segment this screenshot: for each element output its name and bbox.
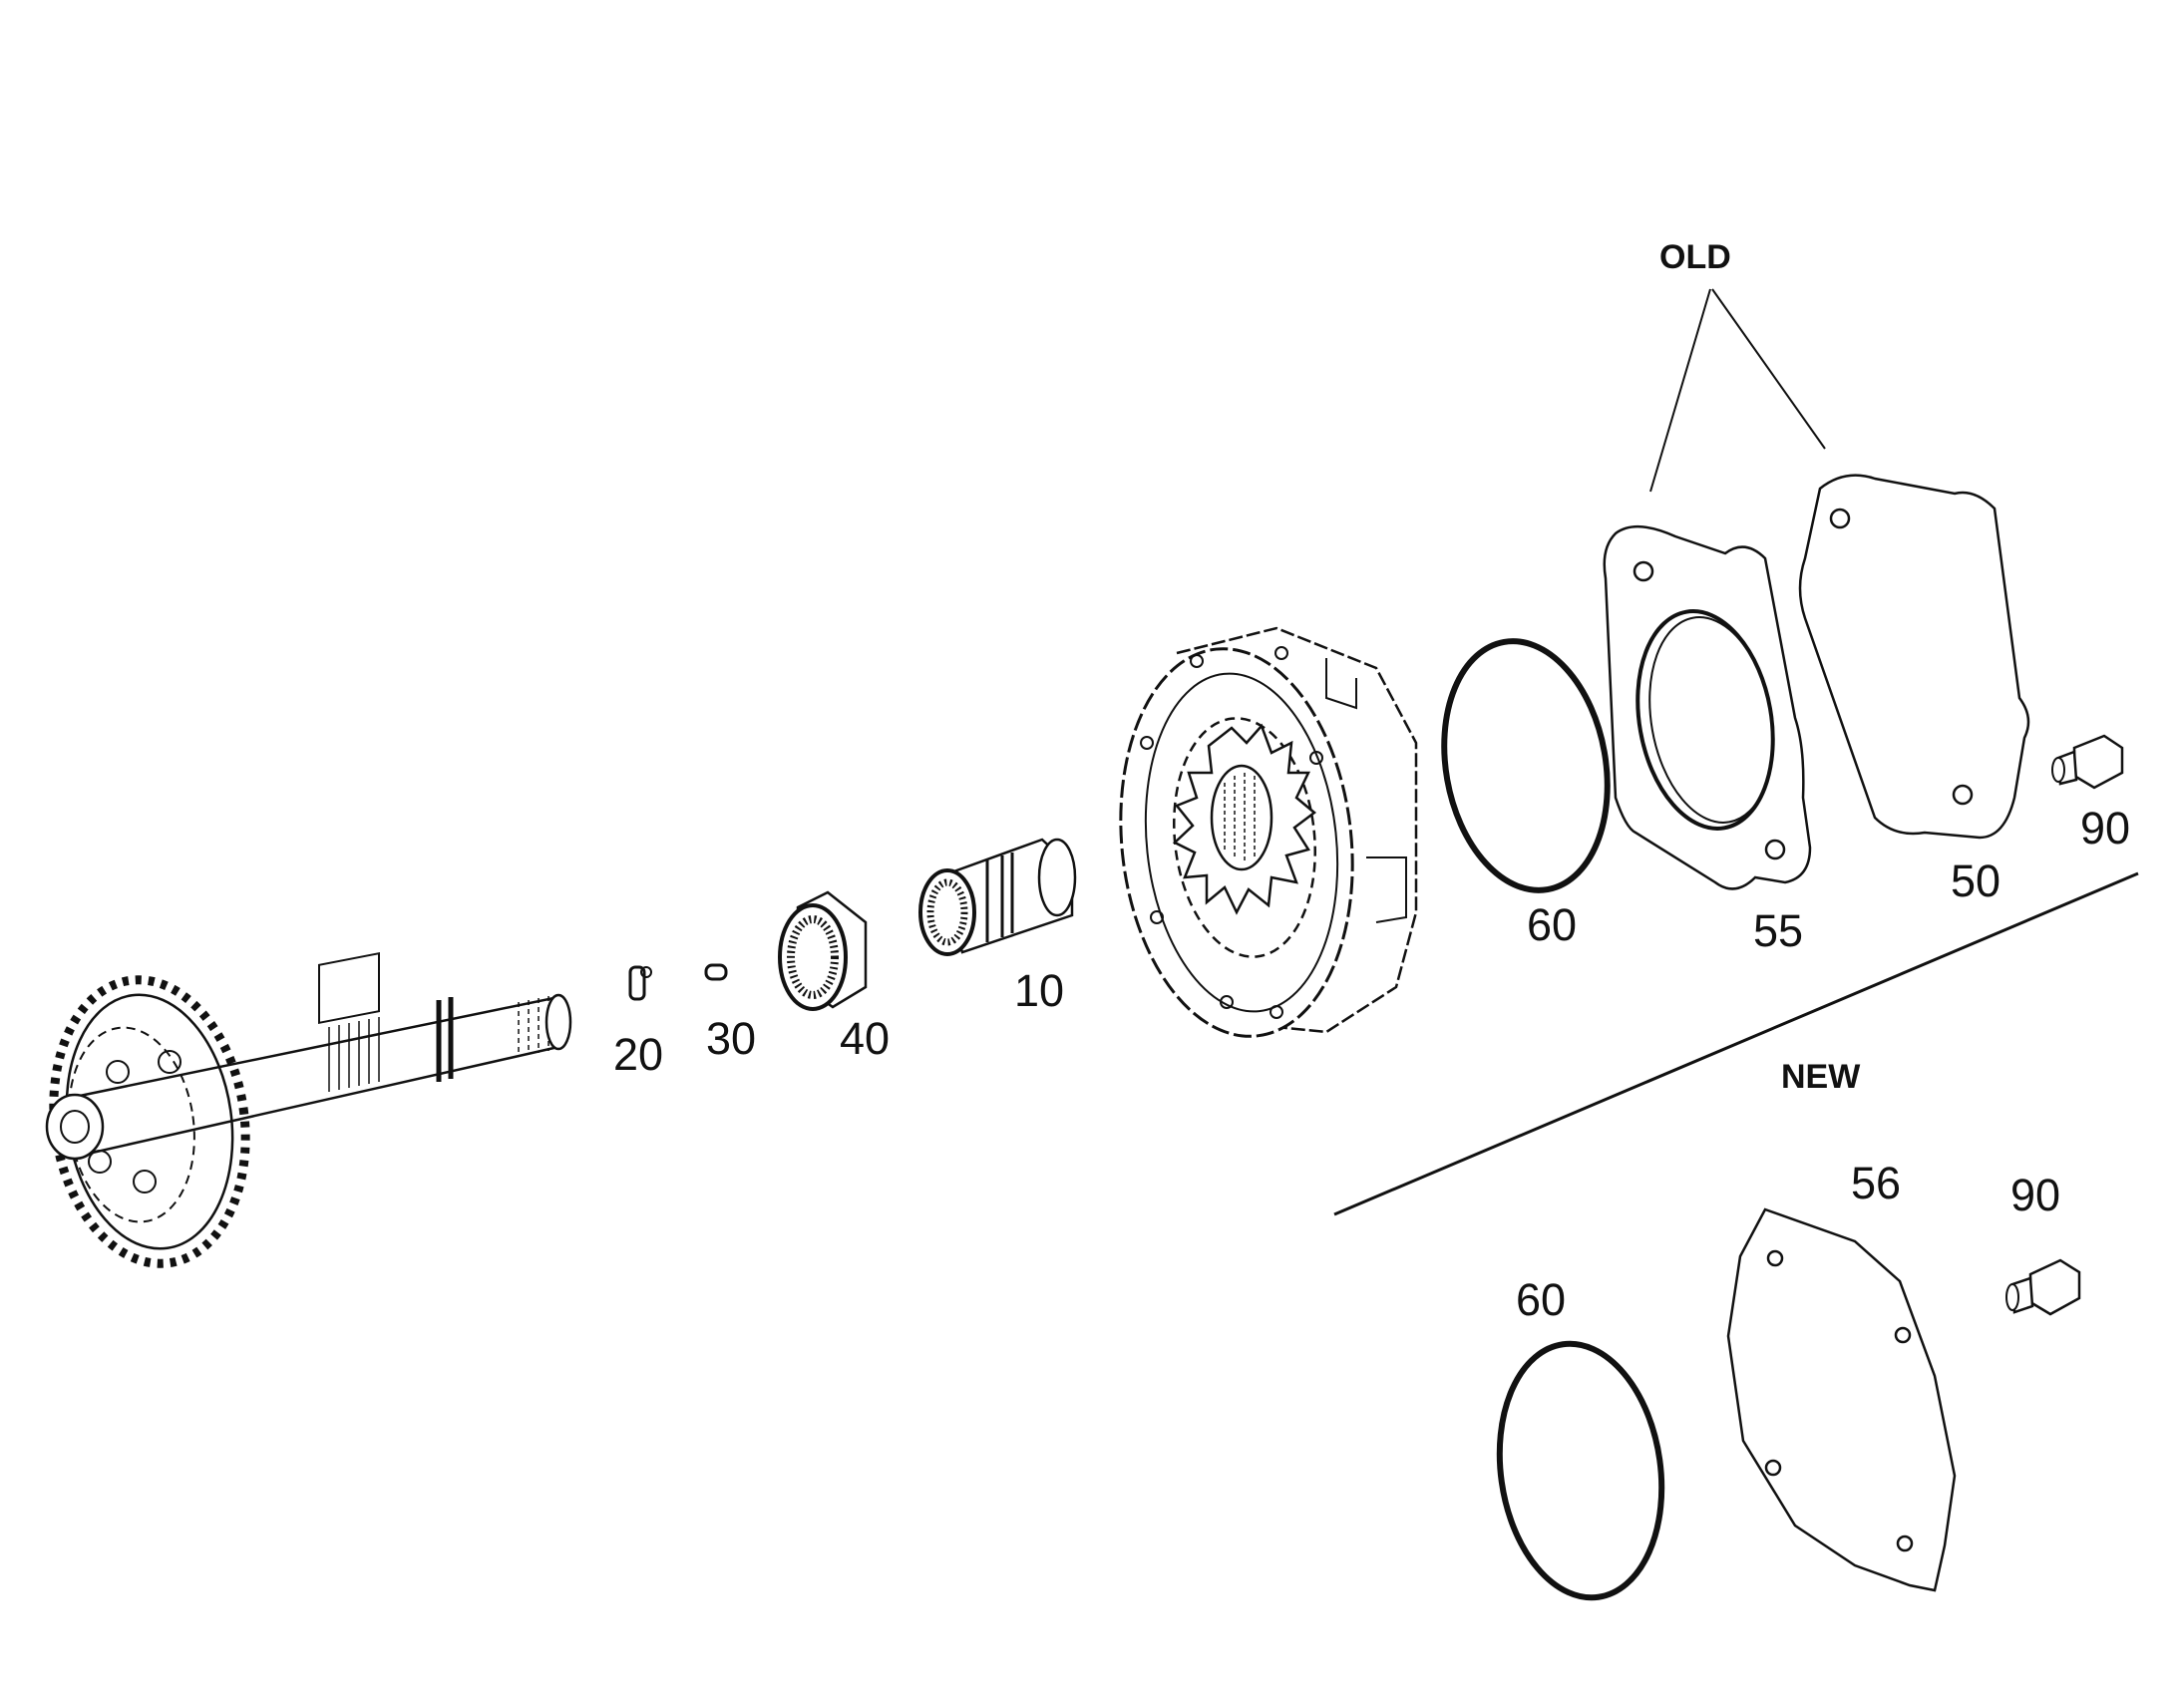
part-40-needle-bearing (778, 890, 868, 1011)
part-30-ball (704, 963, 728, 981)
old-group-label: OLD (1659, 238, 1731, 276)
callout-20: 20 (613, 1029, 663, 1080)
old-leader-line-2 (1711, 288, 1826, 450)
old-leader-line-1 (1649, 288, 1711, 493)
callout-90-old: 90 (2080, 803, 2130, 854)
old-new-divider-line (1333, 871, 2139, 1216)
callout-55: 55 (1753, 905, 1803, 956)
shaft-body (45, 951, 572, 1161)
part-60-o-ring-old (1441, 638, 1611, 893)
new-group-label: NEW (1781, 1058, 1861, 1096)
callout-56: 56 (1851, 1158, 1901, 1208)
shaft-gear-assembly (45, 951, 572, 1268)
part-56-cover-plate (1726, 1207, 1957, 1592)
part-90-plug-old (2051, 734, 2124, 790)
new-group: NEW (1496, 1058, 2081, 1601)
callout-60-new: 60 (1516, 1274, 1566, 1325)
part-55-gasket (1603, 524, 1812, 890)
callout-60-old: 60 (1527, 899, 1577, 950)
old-group: OLD (1441, 238, 2124, 893)
callout-50: 50 (1951, 855, 2000, 906)
callout-labels: 10 20 30 40 60 55 50 90 56 90 60 (613, 803, 2130, 1325)
part-60-o-ring-new (1496, 1340, 1665, 1601)
callout-90-new: 90 (2010, 1170, 2060, 1220)
callout-10: 10 (1014, 965, 1064, 1016)
part-20-pin (628, 965, 652, 1001)
callout-30: 30 (706, 1013, 756, 1064)
part-90-plug-new (2005, 1258, 2081, 1316)
part-50-cover-plate (1798, 474, 2030, 840)
callout-40: 40 (840, 1013, 890, 1064)
pump-housing (1119, 626, 1418, 1038)
part-10-bushing (918, 838, 1077, 956)
